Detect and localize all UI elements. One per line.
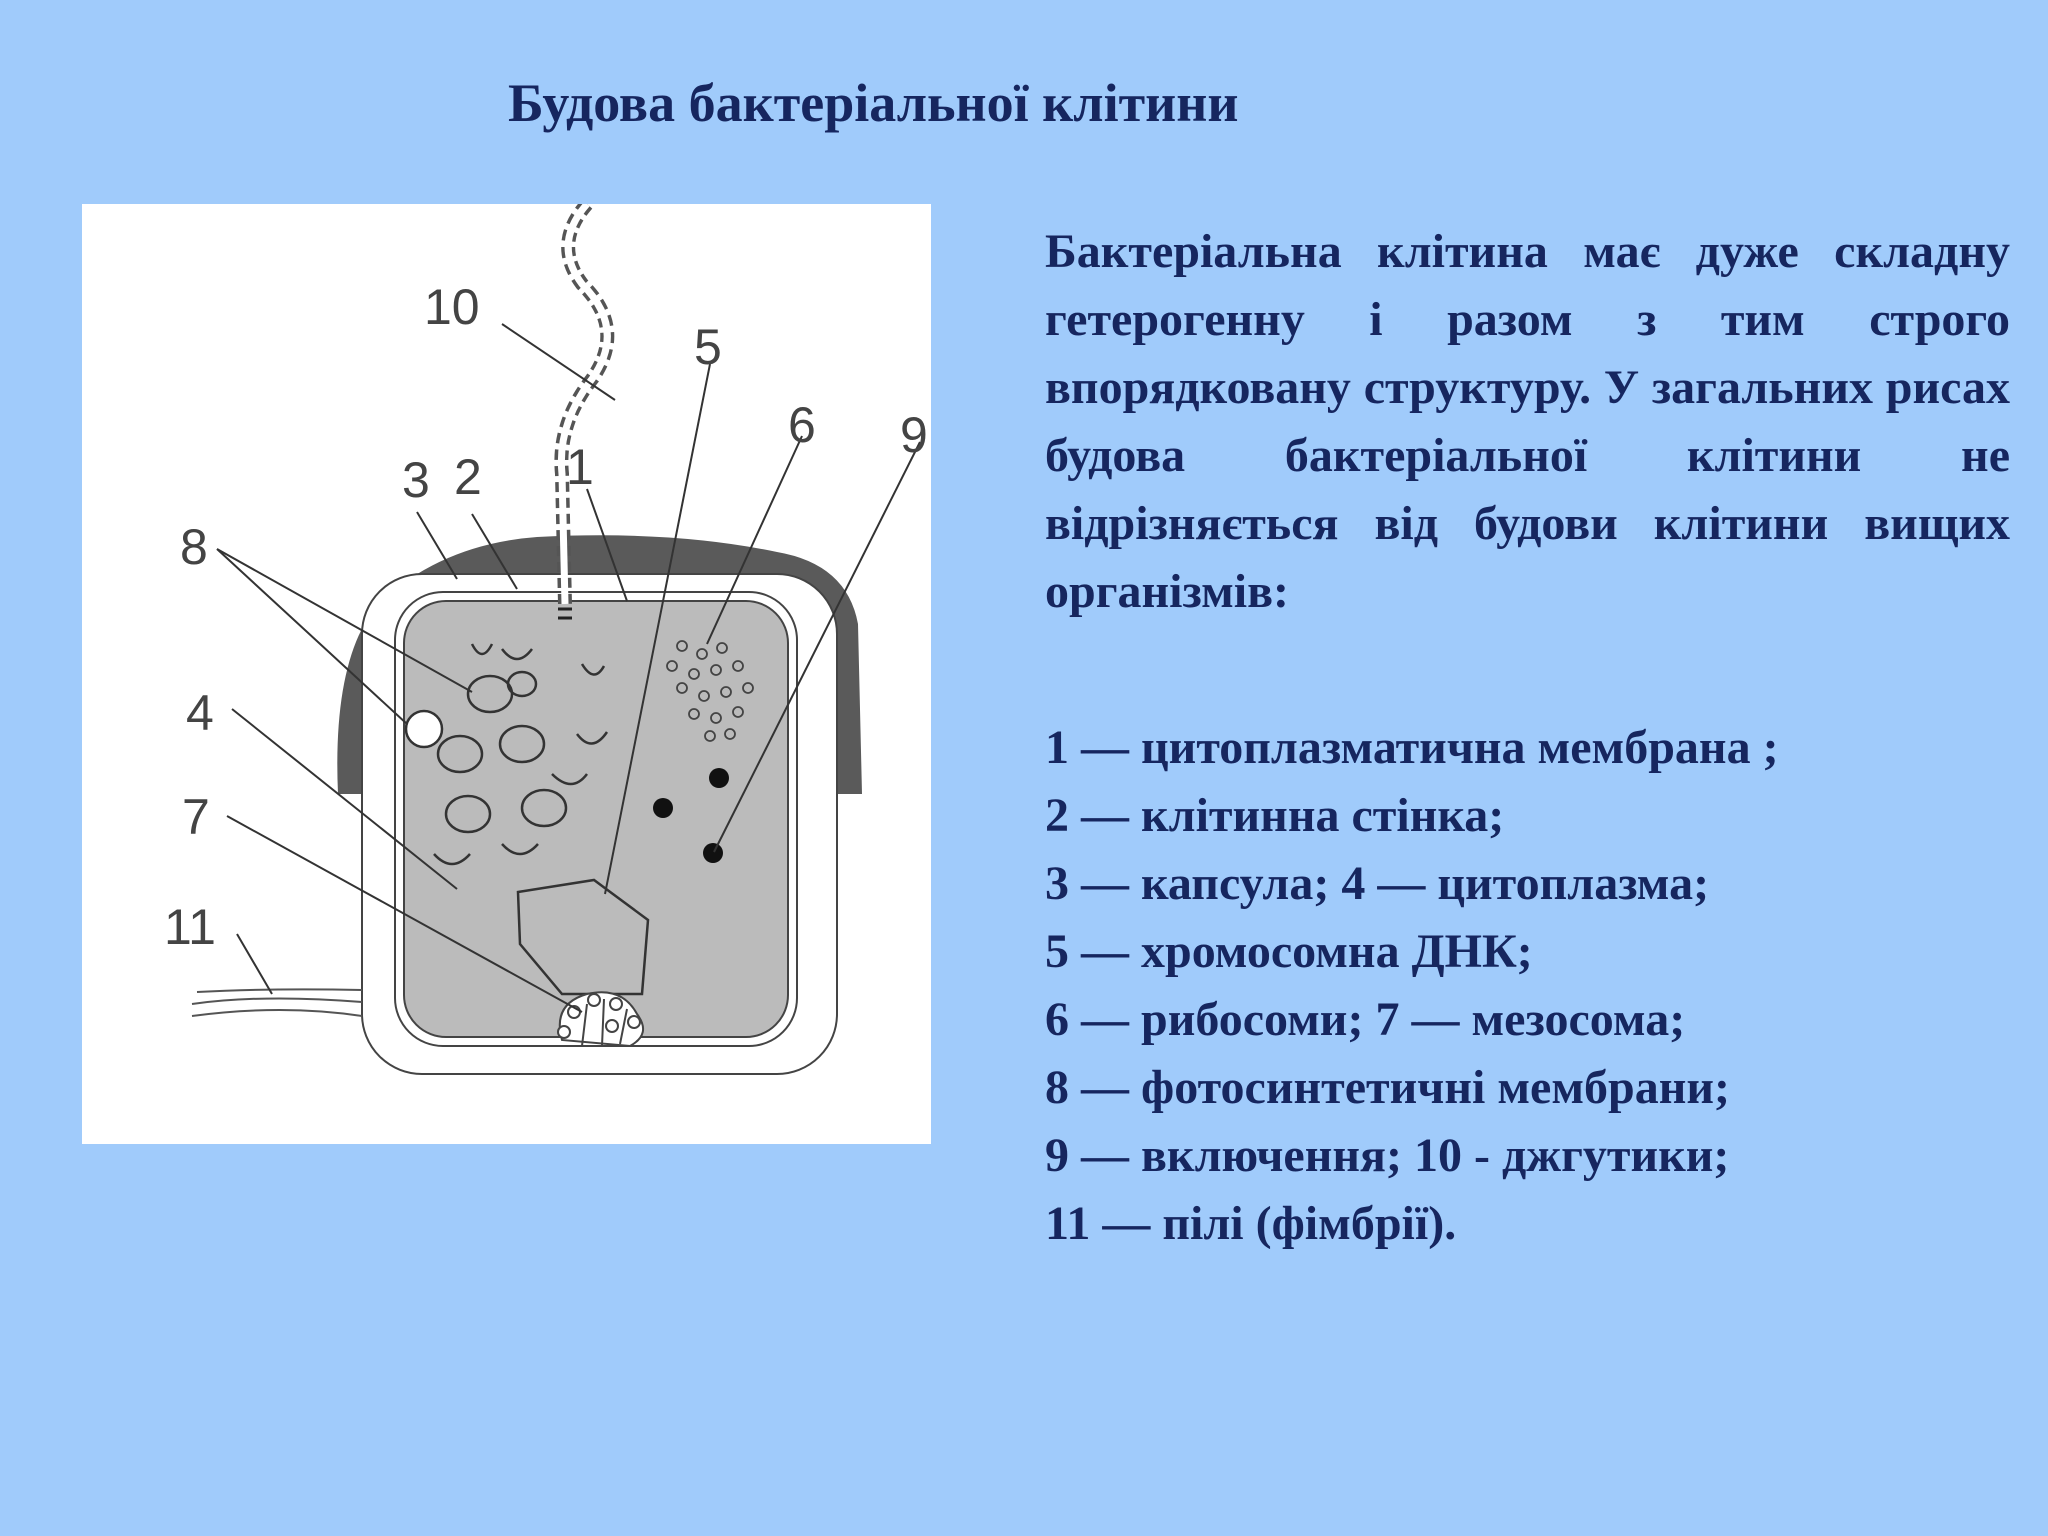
leader-lines: [216, 323, 921, 1013]
label-2: 2: [454, 449, 482, 505]
label-5: 5: [694, 319, 722, 375]
mesosome-shape: [557, 991, 645, 1048]
label-4: 4: [186, 685, 214, 741]
chromosomal-dna-shape: [516, 878, 650, 996]
legend-item: 1 — цитоплазматична мембрана ;: [1045, 721, 1779, 774]
legend-item: 5 — хромосомна ДНК;: [1045, 925, 1533, 978]
label-8: 8: [180, 519, 208, 575]
label-3: 3: [402, 452, 430, 508]
label-6: 6: [788, 397, 816, 453]
legend-item: 8 — фотосинтетичні мембрани;: [1045, 1061, 1731, 1114]
inclusions: [653, 768, 729, 863]
label-11: 11: [164, 899, 216, 955]
text-column: Бактеріальна клітина має дуже складну ге…: [1045, 218, 2010, 1258]
legend-list: 1 — цитоплазматична мембрана ; 2 — кліти…: [1045, 714, 2010, 1258]
intro-paragraph: Бактеріальна клітина має дуже складну ге…: [1045, 225, 2010, 618]
legend-item: 6 — рибосоми; 7 — мезосома;: [1045, 993, 1686, 1046]
photosynthetic-membranes: [433, 643, 609, 866]
legend-item: 9 — включення; 10 - джгутики;: [1045, 1129, 1730, 1182]
label-10: 10: [424, 279, 480, 335]
bacterial-cell-diagram: 10 5 6 9 3 2 1 8 4 7 11: [82, 204, 931, 1144]
legend-item: 3 — капсула; 4 — цитоплазма;: [1045, 857, 1710, 910]
legend-item: 11 — пілі (фімбрії).: [1045, 1197, 1457, 1250]
label-7: 7: [182, 789, 210, 845]
pili-shape: [191, 988, 363, 1017]
ribosomes: [666, 640, 754, 742]
label-1: 1: [566, 439, 594, 495]
page-title: Будова бактеріальної клітини: [508, 73, 1239, 133]
legend-item: 2 — клітинна стінка;: [1045, 789, 1505, 842]
label-9: 9: [900, 407, 928, 463]
